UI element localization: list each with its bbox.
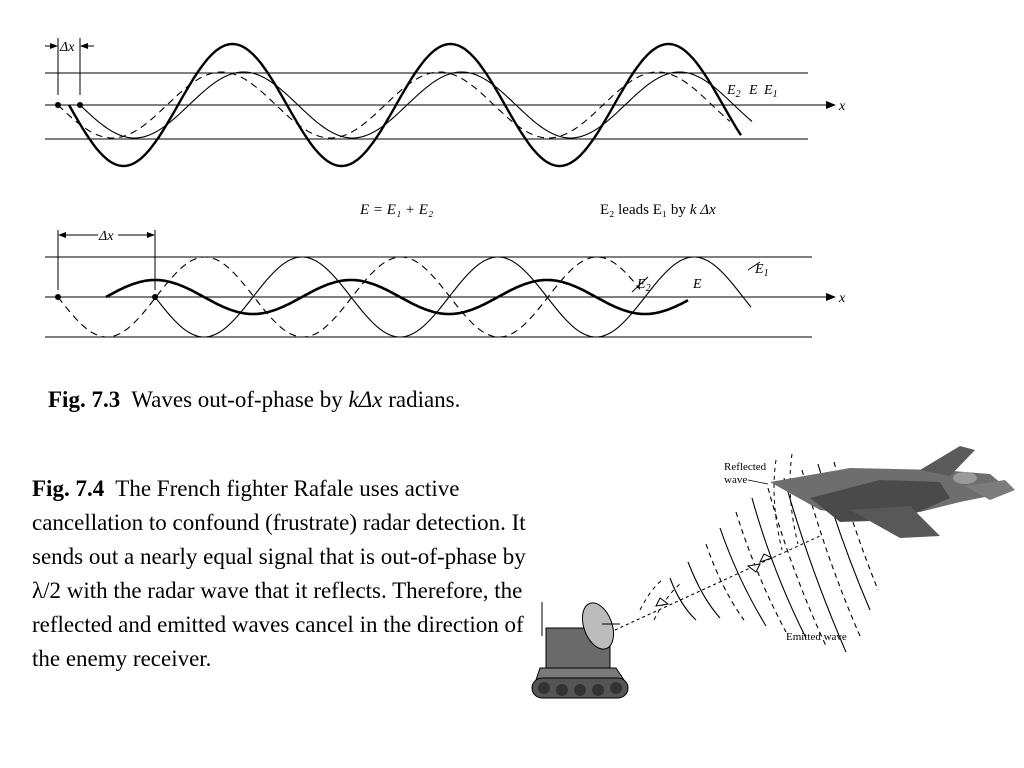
bottom-e2-wave [57,256,641,338]
reflected-wavefronts [639,453,799,621]
radar-vehicle [531,602,629,699]
top-e1-start-dot [77,102,83,108]
radar-cancellation-illustration: Reflected wave Emitted wave [531,446,1015,699]
figure-7-3-dx: Δx [358,387,383,412]
bottom-e1-label: E1 [754,262,769,279]
top-e2-label: E2 [726,83,741,100]
bottom-e2-pointer [631,276,649,293]
top-e1-label: E1 [763,83,778,100]
top-wave-panel: x Δx E2 E E1 [45,38,846,168]
bottom-e-label: E [692,277,702,292]
reflected-wave-pointer [747,479,769,485]
bottom-e1-wave [154,256,752,338]
bottom-e2-label: E2 [636,277,651,294]
bottom-e-sum-wave [105,278,689,316]
beam-arrow-2 [759,553,774,563]
radar-dish [581,602,615,650]
top-delta-x-label: Δx [59,40,75,55]
figure-7-3-label: Fig. 7.3 [48,387,121,412]
figure-7-4-text-a: The French fighter Rafale uses active ca… [32,476,526,569]
rafale-jet [770,446,1015,538]
figure-7-3-k: k [348,387,359,412]
bottom-wave-panel: x Δx E2 E E1 [45,229,846,338]
bottom-delta-x-marker: Δx [57,229,156,290]
reflected-wave-label-2: wave [724,474,747,486]
top-e-sum-wave [67,42,743,168]
beam-arrow-3 [746,563,761,573]
top-x-axis-arrow [826,101,836,109]
top-e1-wave [79,71,753,139]
bottom-x-label: x [838,291,846,306]
reflected-wave-label: Reflected [724,461,767,473]
figure-7-4-label: Fig. 7.4 [32,476,105,501]
bottom-e2-start-dot [55,294,61,300]
beam-line [614,535,821,631]
figure-7-4-lambda: λ/2 [32,578,62,603]
top-e-label: E [748,83,758,98]
top-e2-start-dot [55,102,61,108]
figure-7-3-caption: Fig. 7.3 Waves out-of-phase by kΔx radia… [48,384,460,416]
bottom-e1-start-dot [152,294,158,300]
beam-arrow-1 [655,597,670,607]
top-delta-x-marker: Δx [45,38,94,95]
figure-7-3-text-a: Waves out-of-phase by [131,387,349,412]
figure-7-4-text-b: with the radar wave that it reflects. Th… [32,578,524,671]
emitted-wave-label: Emitted wave [786,631,847,643]
bottom-x-axis-arrow [826,293,836,301]
top-e2-wave [57,71,731,139]
figure-7-4-caption: Fig. 7.4 The French fighter Rafale uses … [32,472,532,676]
top-x-label: x [838,99,846,114]
figure-7-3-text-b: radians. [382,387,461,412]
bottom-delta-x-label: Δx [98,229,114,244]
bottom-e1-pointer [747,261,761,271]
sum-formula: E = E₁ + E₂ [359,202,433,218]
